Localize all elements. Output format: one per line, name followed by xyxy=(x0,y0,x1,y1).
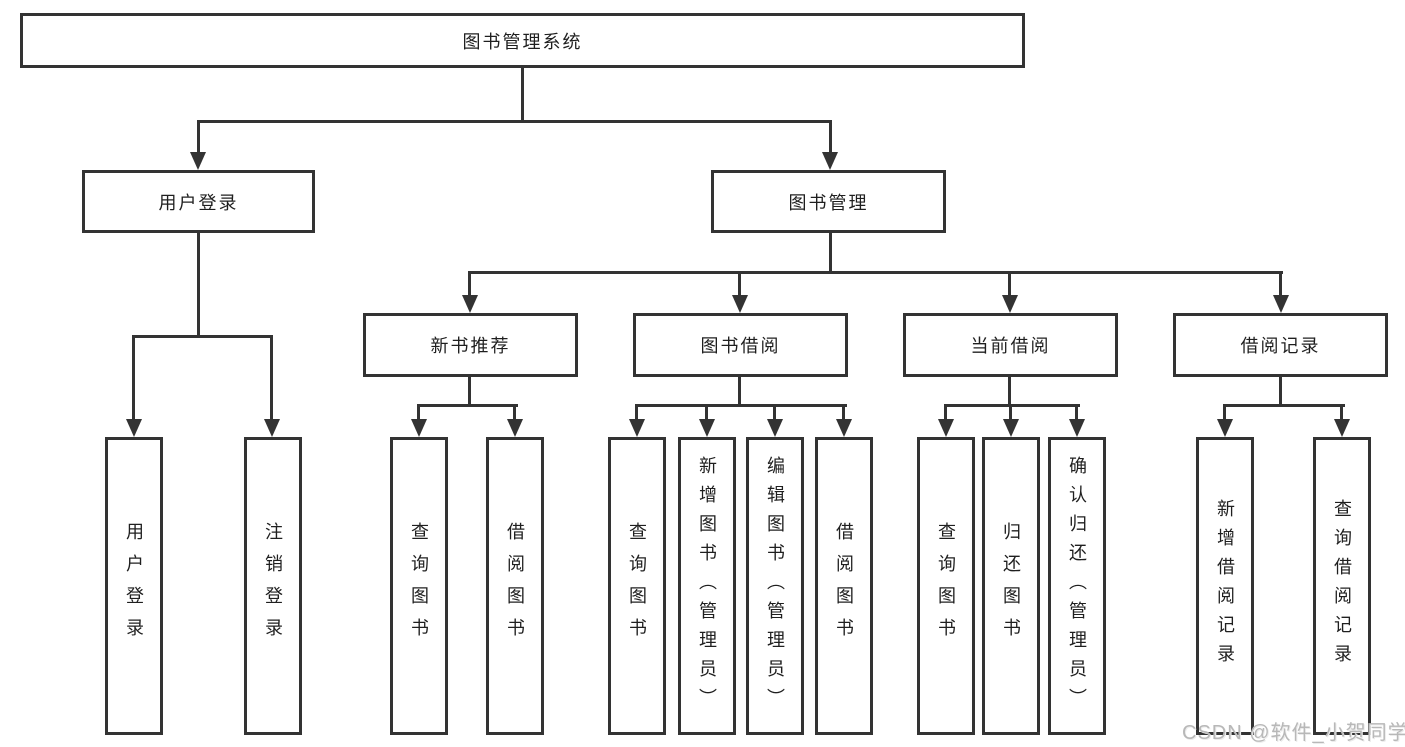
connector-line xyxy=(197,120,200,154)
leaf-label: 查询图书 xyxy=(409,522,429,650)
connector-line xyxy=(1279,377,1282,407)
node-book-management: 图书管理 xyxy=(711,170,946,233)
arrowhead-down xyxy=(1217,419,1233,437)
node-user-login: 用户登录 xyxy=(82,170,315,233)
arrowhead-down xyxy=(264,419,280,437)
arrowhead-down xyxy=(1069,419,1085,437)
node-book-borrowing: 图书借阅 xyxy=(633,313,848,377)
connector-line xyxy=(842,404,845,421)
connector-line xyxy=(132,335,273,338)
leaf-query-borrow-record: 查询借阅记录 xyxy=(1313,437,1371,735)
connector-line xyxy=(944,404,947,421)
connector-line xyxy=(635,404,638,421)
arrowhead-down xyxy=(836,419,852,437)
leaf-label: 新增借阅记录 xyxy=(1215,499,1235,673)
leaf-return-books: 归还图书 xyxy=(982,437,1040,735)
leaf-label: 归还图书 xyxy=(1001,522,1021,650)
connector-line xyxy=(468,271,471,297)
leaf-label: 用户登录 xyxy=(124,522,144,650)
arrowhead-down xyxy=(767,419,783,437)
connector-line xyxy=(829,233,832,274)
leaf-label: 借阅图书 xyxy=(505,522,525,650)
leaf-current-query-books: 查询图书 xyxy=(917,437,975,735)
leaf-label: 编辑图书（管理员） xyxy=(765,455,785,717)
arrowhead-down xyxy=(126,419,142,437)
leaf-label: 借阅图书 xyxy=(834,522,854,650)
connector-line xyxy=(132,335,135,419)
leaf-recommend-query-books: 查询图书 xyxy=(390,437,448,735)
connector-line xyxy=(1009,404,1012,421)
leaf-label: 新增图书（管理员） xyxy=(697,455,717,717)
arrowhead-down xyxy=(507,419,523,437)
connector-line xyxy=(705,404,708,421)
arrowhead-down xyxy=(629,419,645,437)
node-new-book-recommendation: 新书推荐 xyxy=(363,313,578,377)
leaf-label: 查询图书 xyxy=(936,522,956,650)
leaf-label: 注销登录 xyxy=(263,522,283,650)
arrowhead-down xyxy=(822,152,838,170)
leaf-label: 确认归还（管理员） xyxy=(1067,455,1087,717)
leaf-add-books-admin: 新增图书（管理员） xyxy=(678,437,736,735)
leaf-label: 查询图书 xyxy=(627,522,647,650)
connector-line xyxy=(417,404,518,407)
leaf-label: 查询借阅记录 xyxy=(1332,499,1352,673)
node-borrowing-records: 借阅记录 xyxy=(1173,313,1388,377)
node-library-management-system: 图书管理系统 xyxy=(20,13,1025,68)
arrowhead-down xyxy=(462,295,478,313)
leaf-logout: 注销登录 xyxy=(244,437,302,735)
connector-line xyxy=(773,404,776,421)
connector-line xyxy=(468,377,471,407)
leaf-borrowing-borrow-books: 借阅图书 xyxy=(815,437,873,735)
connector-line xyxy=(1340,404,1343,421)
connector-line xyxy=(829,120,832,154)
arrowhead-down xyxy=(1273,295,1289,313)
leaf-recommend-borrow-books: 借阅图书 xyxy=(486,437,544,735)
arrowhead-down xyxy=(732,295,748,313)
leaf-user-login: 用户登录 xyxy=(105,437,163,735)
connector-line xyxy=(1008,377,1011,407)
connector-line xyxy=(1279,271,1282,297)
arrowhead-down xyxy=(190,152,206,170)
connector-line xyxy=(635,404,847,407)
node-current-borrowing: 当前借阅 xyxy=(903,313,1118,377)
arrowhead-down xyxy=(699,419,715,437)
arrowhead-down xyxy=(1003,419,1019,437)
connector-line xyxy=(417,404,420,421)
connector-line xyxy=(197,233,200,338)
connector-line xyxy=(944,404,1080,407)
arrowhead-down xyxy=(1334,419,1350,437)
leaf-borrowing-query-books: 查询图书 xyxy=(608,437,666,735)
csdn-watermark: CSDN @软件_小贺同学 xyxy=(1182,722,1405,744)
connector-line xyxy=(521,68,524,123)
arrowhead-down xyxy=(1002,295,1018,313)
connector-line xyxy=(738,271,741,297)
leaf-edit-books-admin: 编辑图书（管理员） xyxy=(746,437,804,735)
connector-line xyxy=(1223,404,1226,421)
connector-line xyxy=(1008,271,1011,297)
connector-line xyxy=(738,377,741,407)
connector-line xyxy=(1223,404,1345,407)
connector-line xyxy=(1075,404,1078,421)
connector-line xyxy=(513,404,516,421)
arrowhead-down xyxy=(411,419,427,437)
connector-line xyxy=(197,120,832,123)
leaf-add-borrow-record: 新增借阅记录 xyxy=(1196,437,1254,735)
leaf-confirm-return-admin: 确认归还（管理员） xyxy=(1048,437,1106,735)
arrowhead-down xyxy=(938,419,954,437)
connector-line xyxy=(270,335,273,419)
connector-line xyxy=(468,271,1283,274)
